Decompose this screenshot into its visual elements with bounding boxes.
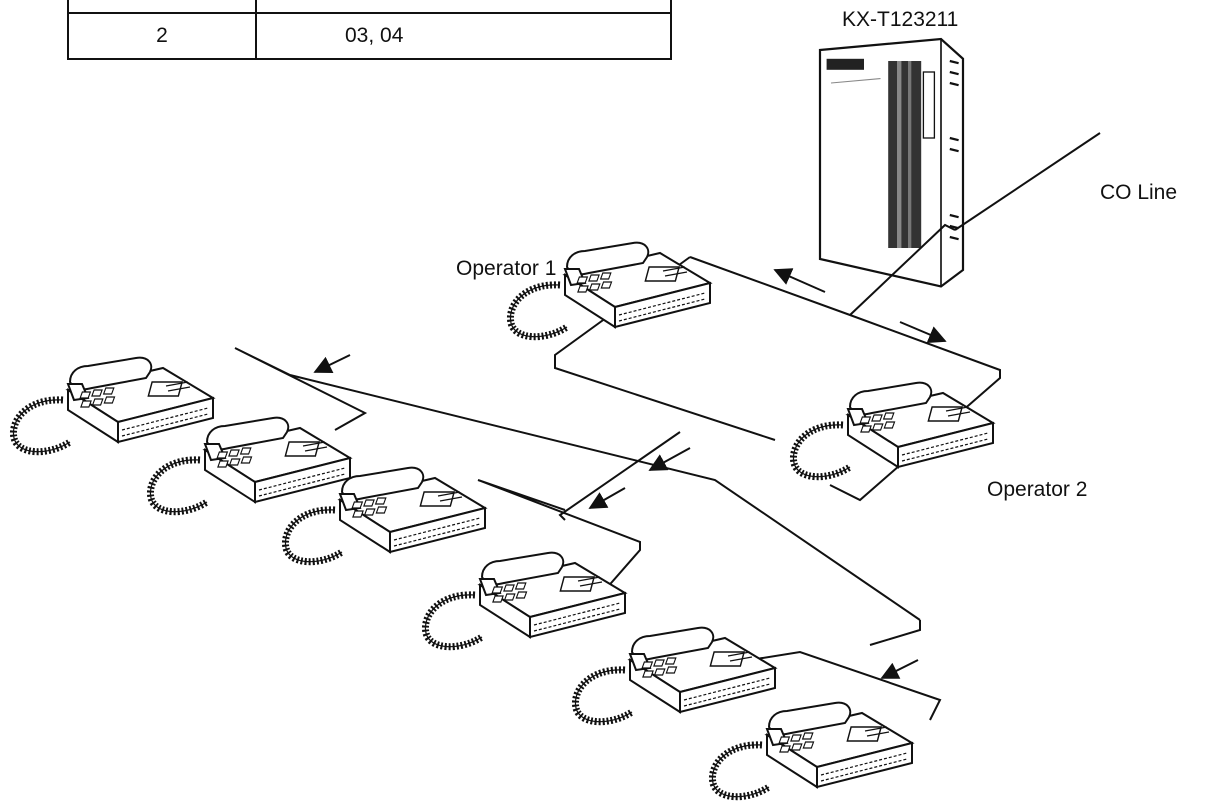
arrow-icon — [900, 322, 945, 341]
extension-phone-icon — [13, 358, 213, 452]
group3-drop-wire — [870, 620, 920, 645]
arrow-icon — [882, 660, 918, 678]
arrow-icon — [315, 355, 350, 372]
operator2-phone-icon — [793, 383, 993, 477]
pbx-unit-icon — [820, 39, 963, 287]
operator1-label: Operator 1 — [456, 257, 556, 281]
extension-phone-icon — [150, 418, 350, 512]
co-line-label: CO Line — [1100, 181, 1177, 205]
operator2-wire — [690, 257, 1000, 500]
arrow-icon — [650, 448, 690, 470]
pbx-model-label: KX-T123211 — [842, 8, 958, 32]
extension-phone-icon — [425, 553, 625, 647]
operator2-label: Operator 2 — [987, 478, 1087, 502]
co-line-wire — [955, 133, 1100, 230]
extension-phone-icon — [712, 703, 912, 797]
extension-phone-icon — [575, 628, 775, 722]
arrow-icon — [775, 270, 825, 292]
